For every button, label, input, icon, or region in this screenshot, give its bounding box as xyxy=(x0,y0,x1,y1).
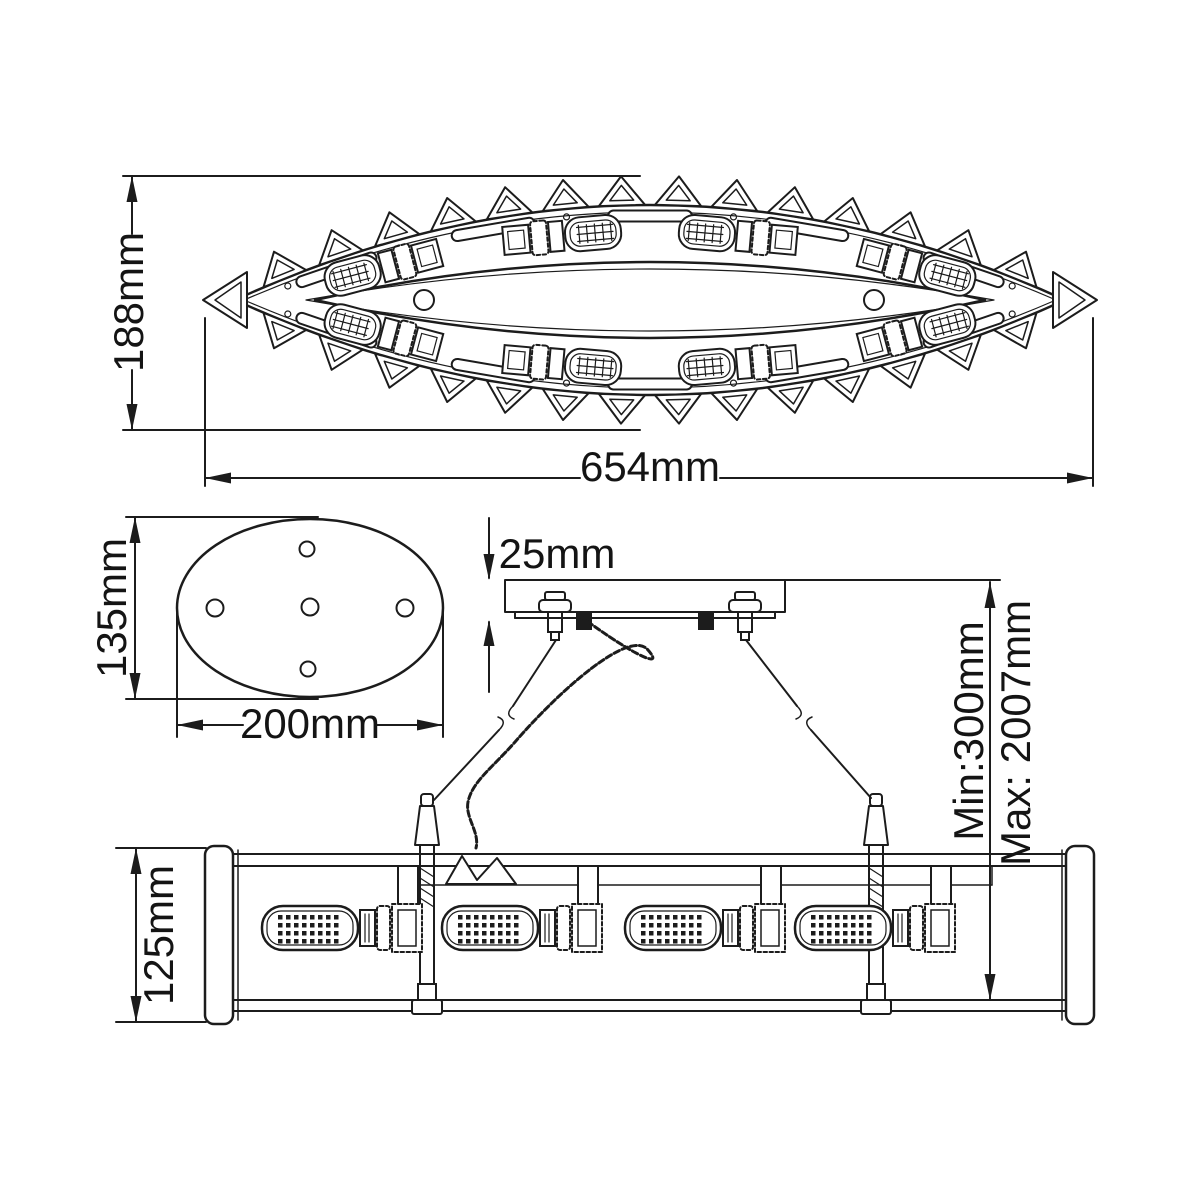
crystal-triangles xyxy=(262,175,1038,425)
canopy-tab-left xyxy=(576,612,592,630)
dim-label-body-height: 125mm xyxy=(135,864,182,1006)
dimension-lines xyxy=(115,175,1094,1023)
support-rod-left xyxy=(411,793,443,1015)
tip-crystal-right xyxy=(1052,271,1098,329)
dim-label-drop-max: Max: 2007mm xyxy=(992,599,1039,867)
dimension-arrows xyxy=(126,176,1093,1022)
rod-hatch-right xyxy=(868,867,884,908)
dim-label-top-width: 654mm xyxy=(579,443,721,490)
dim-label-plate-height: 135mm xyxy=(88,537,135,679)
dim-label-drop-min: Min:300mm xyxy=(945,621,992,841)
dim-label-top-height: 188mm xyxy=(105,231,152,373)
top-view-drawing xyxy=(202,175,1098,425)
tip-crystal-left xyxy=(202,271,248,329)
top-view-bulbs xyxy=(323,213,977,387)
canopy-bolt-right xyxy=(728,591,762,641)
dim-label-canopy-thickness: 25mm xyxy=(498,530,616,577)
suspension-cables xyxy=(433,614,872,850)
canopy-tab-right xyxy=(698,612,714,630)
end-cap-left xyxy=(203,844,235,1026)
rod-hole-right xyxy=(863,289,885,311)
rod-hole-left xyxy=(413,289,435,311)
end-cap-right xyxy=(1064,844,1096,1026)
cord-bracket xyxy=(445,855,517,885)
canopy-bolt-left xyxy=(538,591,572,641)
ceiling-plate-drawing xyxy=(175,517,445,699)
dim-label-plate-width: 200mm xyxy=(239,700,381,747)
support-rod-right xyxy=(860,793,892,1015)
fixture-side-drawing xyxy=(203,793,1096,1026)
canopy-side-drawing xyxy=(504,579,786,641)
power-cord xyxy=(466,614,655,850)
side-view-bulbs xyxy=(260,865,956,953)
rod-hatch-left xyxy=(419,867,435,908)
